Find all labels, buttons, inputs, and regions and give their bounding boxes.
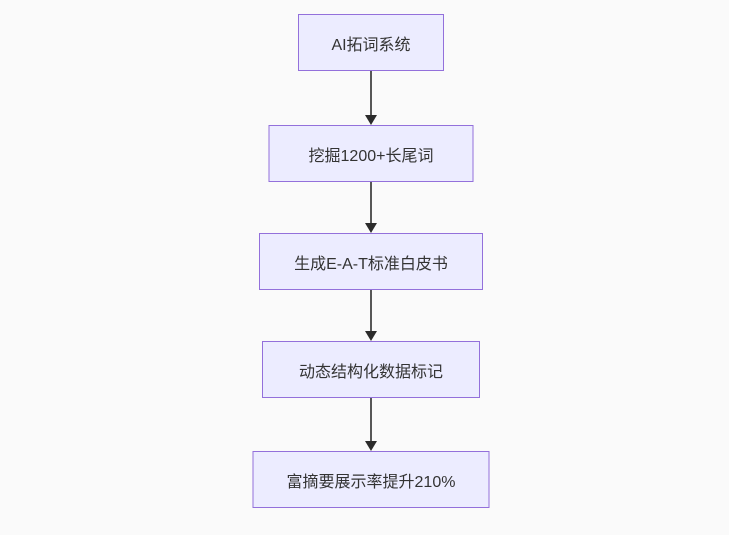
flow-connector-1 bbox=[365, 71, 377, 125]
connector-line bbox=[370, 182, 372, 223]
flow-node-label: 挖掘1200+长尾词 bbox=[308, 147, 434, 165]
arrow-down-icon bbox=[365, 441, 377, 451]
arrow-down-icon bbox=[365, 115, 377, 125]
flow-node-label: 富摘要展示率提升210% bbox=[286, 473, 456, 491]
flow-connector-4 bbox=[365, 398, 377, 451]
flow-node-eat-whitepaper: 生成E-A-T标准白皮书 bbox=[259, 233, 483, 290]
flow-node-label: 动态结构化数据标记 bbox=[298, 363, 443, 381]
arrow-down-icon bbox=[365, 223, 377, 233]
connector-line bbox=[370, 290, 372, 331]
flow-node-ai-keyword-system: AI拓词系统 bbox=[298, 14, 444, 71]
arrow-down-icon bbox=[365, 331, 377, 341]
flow-connector-3 bbox=[365, 290, 377, 341]
flow-node-longtail-keywords: 挖掘1200+长尾词 bbox=[268, 125, 474, 182]
flow-node-structured-data-markup: 动态结构化数据标记 bbox=[262, 341, 480, 398]
flow-node-label: 生成E-A-T标准白皮书 bbox=[294, 255, 448, 273]
flow-node-rich-snippet-rate: 富摘要展示率提升210% bbox=[252, 451, 490, 508]
flow-connector-2 bbox=[365, 182, 377, 233]
connector-line bbox=[370, 71, 372, 115]
connector-line bbox=[370, 398, 372, 441]
flow-node-label: AI拓词系统 bbox=[331, 36, 411, 54]
